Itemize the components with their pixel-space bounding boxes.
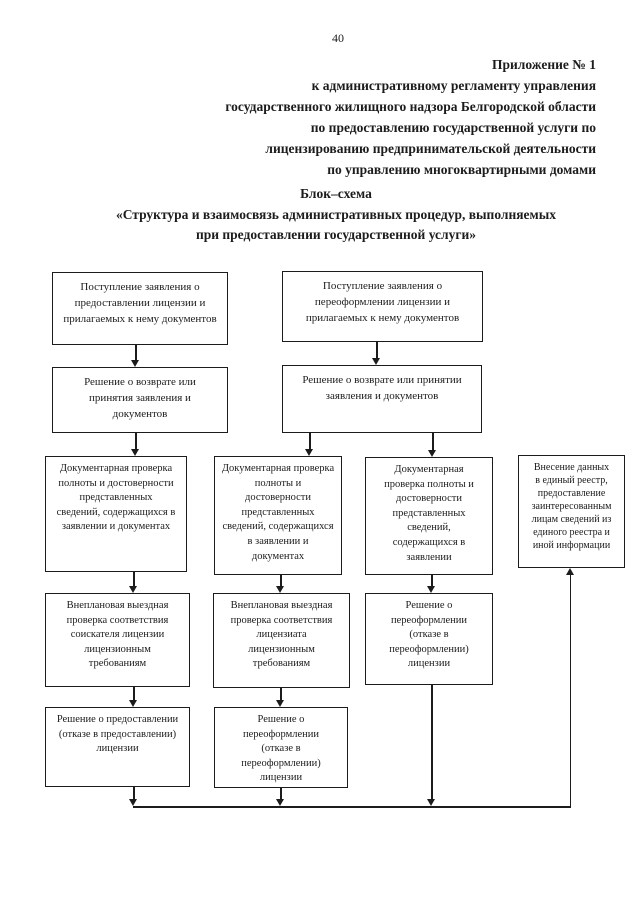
page-number: 40 [332, 31, 344, 45]
flow-box-registry-entry: Внесение данных в единый реестр, предост… [518, 455, 625, 568]
connector-line [280, 788, 282, 800]
flow-box-reissue-application: Поступление заявления о переоформлении л… [282, 271, 483, 342]
diagram-title-subtitle: при предоставлении государственной услуг… [195, 227, 477, 242]
flow-box-reissue-decision-return: Решение о возврате или принятии заявлени… [282, 365, 482, 433]
connector-line [432, 433, 434, 451]
connector-line [133, 787, 135, 800]
arrow-down-icon [427, 799, 435, 806]
flow-box-statement-doc-check: Документарная проверка полноты и достове… [365, 457, 493, 575]
connector-line [280, 575, 282, 587]
arrow-down-icon [372, 358, 380, 365]
arrow-down-icon [129, 799, 137, 806]
header-line: лицензированию предпринимательской деяте… [265, 141, 596, 156]
flow-box-license-final-decision: Решение о предоставлении (отказе в предо… [45, 707, 190, 787]
arrow-down-icon [276, 586, 284, 593]
header-line: Приложение № 1 [492, 57, 596, 72]
connector-line [309, 433, 311, 450]
connector-line [135, 345, 137, 361]
arrow-down-icon [428, 450, 436, 457]
arrow-down-icon [129, 586, 137, 593]
connector-line [376, 342, 378, 359]
arrow-up-icon [565, 568, 574, 575]
diagram-title-subtitle: «Структура и взаимосвязь административны… [115, 206, 557, 222]
flow-box-license-application: Поступление заявления о предоставлении л… [52, 272, 228, 345]
arrow-down-icon [129, 700, 137, 707]
arrow-down-icon [427, 586, 435, 593]
connector-line [280, 688, 282, 701]
header-line: по предоставлению государственной услуги… [310, 120, 596, 135]
connector-line [431, 685, 433, 800]
flow-box-reissue-decision: Решение о переоформлении (отказе в перео… [365, 593, 493, 685]
flow-box-license-doc-check: Документарная проверка полноты и достове… [45, 456, 187, 572]
arrow-down-icon [305, 449, 313, 456]
connector-line [569, 575, 571, 806]
arrow-down-icon [276, 700, 284, 707]
flow-box-licensee-field-check: Внеплановая выездная проверка соответств… [213, 593, 350, 688]
connector-line [135, 433, 137, 450]
header-line: к административному регламенту управлени… [311, 78, 596, 93]
connector-line [133, 806, 571, 808]
arrow-down-icon [131, 360, 139, 367]
header-line: по управлению многоквартирными домами [327, 162, 596, 177]
header-line: государственного жилищного надзора Белго… [225, 99, 596, 114]
connector-line [431, 575, 433, 587]
flow-box-license-decision-return: Решение о возврате или принятия заявлени… [52, 367, 228, 433]
arrow-down-icon [276, 799, 284, 806]
diagram-title-heading: Блок–схема [300, 186, 372, 201]
connector-line [133, 572, 135, 587]
flow-box-reissue-final-decision: Решение о переоформлении (отказе в перео… [214, 707, 348, 788]
appendix-header: Приложение № 1 к административному регла… [60, 54, 596, 180]
flow-box-reissue-doc-check: Документарная проверка полноты и достове… [214, 456, 342, 575]
arrow-down-icon [131, 449, 139, 456]
connector-line [133, 687, 135, 701]
flow-box-license-field-check: Внеплановая выездная проверка соответств… [45, 593, 190, 687]
diagram-title: Блок–схема «Структура и взаимосвязь адми… [30, 184, 640, 246]
